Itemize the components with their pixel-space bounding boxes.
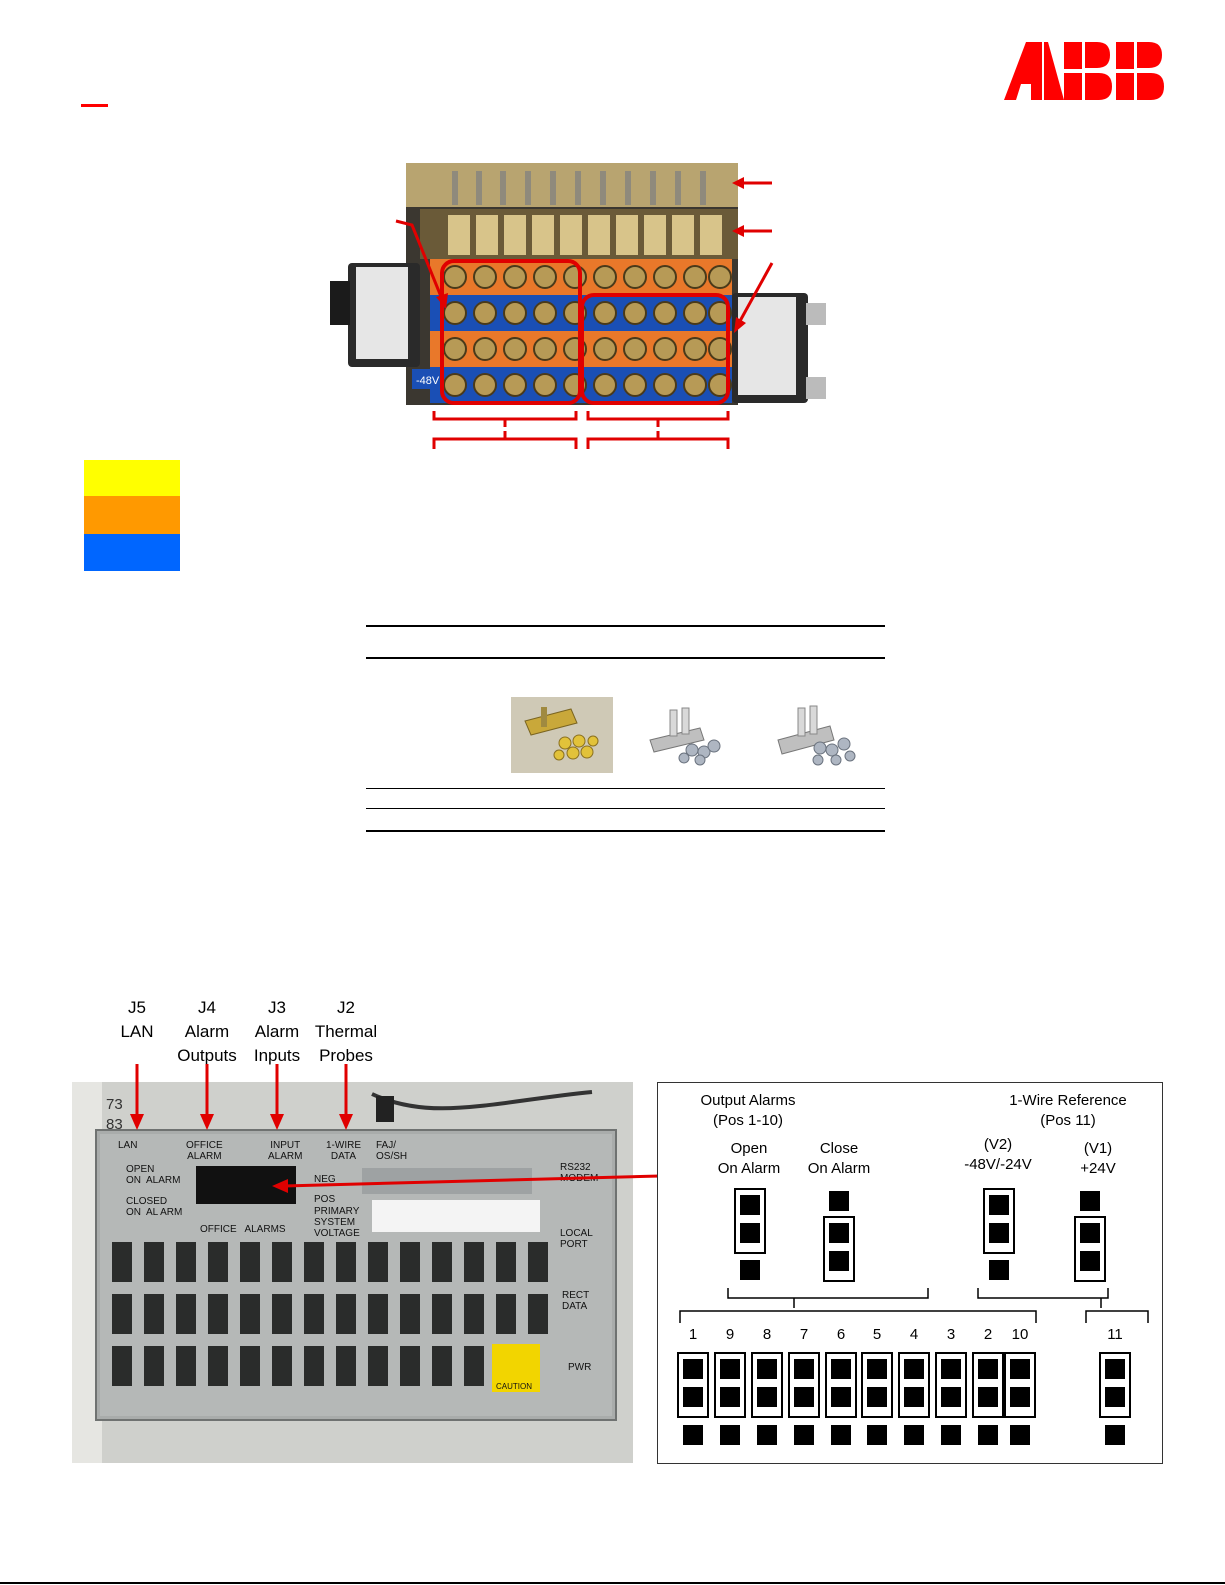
caution-sticker-label: CAUTION [496, 1382, 532, 1391]
color-legend [84, 460, 180, 571]
abb-logo [1004, 42, 1164, 100]
open-on-alarm-panel-label: OPEN ON ALARM [126, 1164, 181, 1186]
output-alarms-title-text: Output Alarms [700, 1092, 796, 1109]
neg-48v-tag: -48V [416, 375, 440, 387]
close-on-alarm-label: Close On Alarm [794, 1139, 884, 1179]
local-port-panel-label: LOCAL PORT [560, 1228, 593, 1250]
swatch-orange [84, 496, 180, 534]
open-on-alarm-label: Open On Alarm [704, 1139, 794, 1179]
footer-rule [0, 1582, 1225, 1584]
pos-label-2: 2 [983, 1326, 993, 1343]
rect-data-panel-label: RECT DATA [562, 1290, 590, 1312]
v1-line2: +24V [1080, 1160, 1116, 1177]
pos-label-3: 3 [946, 1326, 956, 1343]
pos-label-8: 8 [762, 1326, 772, 1343]
close-line2: On Alarm [807, 1160, 871, 1177]
j4-line1: Alarm [184, 1022, 230, 1041]
j3-label: J3 Alarm Inputs [237, 996, 317, 1068]
pos-label-9: 9 [725, 1326, 735, 1343]
j4-line2: Outputs [177, 1046, 237, 1065]
faj-panel-label: FAJ/ OS/SH [376, 1140, 408, 1162]
j3-line1: Alarm [254, 1022, 300, 1041]
lan-panel-label: LAN [118, 1140, 138, 1151]
steel-kit-image-1 [649, 707, 721, 766]
one-wire-pos-text: (Pos 11) [1040, 1112, 1096, 1129]
bus-bar-photo: -48V [330, 163, 826, 449]
output-alarms-pos-text: (Pos 1-10) [712, 1112, 784, 1129]
open-line2: On Alarm [717, 1160, 781, 1177]
table-row-rule-2 [366, 808, 885, 809]
office-alarm-panel-label: OFFICE ALARM [186, 1140, 223, 1162]
j4-num: J4 [198, 998, 216, 1017]
table-header-rule [366, 657, 885, 659]
j2-label: J2 Thermal Probes [306, 996, 386, 1068]
swatch-blue [84, 534, 180, 571]
closed-on-alarm-panel-label: CLOSED ON AL ARM [126, 1196, 183, 1218]
pos-label-7: 7 [799, 1326, 809, 1343]
pos-label-1: 1 [688, 1326, 698, 1343]
connector-arrows [130, 1064, 661, 1193]
steel-kit-image-2 [777, 705, 856, 766]
swatch-yellow [84, 460, 180, 496]
v1-line1: (V1) [1083, 1140, 1113, 1157]
pos-label-5: 5 [872, 1326, 882, 1343]
close-line1: Close [819, 1140, 859, 1157]
header-accent-line [81, 104, 108, 107]
j5-label: J5 LAN [97, 996, 177, 1044]
j5-name: LAN [120, 1022, 154, 1041]
table-bottom-rule [366, 830, 885, 832]
j5-num: J5 [128, 998, 146, 1017]
jumper-diagram: Output Alarms (Pos 1-10) 1-Wire Referenc… [657, 1082, 1163, 1464]
office-alarms-panel-label: OFFICE ALARMS [200, 1224, 286, 1235]
brass-kit-image [511, 697, 613, 773]
primary-voltage-panel-label: PRIMARY SYSTEM VOLTAGE [314, 1206, 360, 1239]
one-wire-title: 1-Wire Reference (Pos 11) [988, 1091, 1148, 1131]
one-wire-title-text: 1-Wire Reference [1009, 1092, 1127, 1109]
v2-line1: (V2) [983, 1136, 1013, 1153]
pos-label-11: 11 [1107, 1326, 1123, 1343]
output-alarms-title: Output Alarms (Pos 1-10) [678, 1091, 818, 1131]
table-row-rule [366, 788, 885, 789]
v2-line2: -48V/-24V [964, 1156, 1032, 1173]
pos-label-6: 6 [836, 1326, 846, 1343]
row-number-83: 83 [106, 1116, 123, 1133]
v2-label: (V2) -48V/-24V [948, 1135, 1048, 1175]
j3-num: J3 [268, 998, 286, 1017]
pos-panel-label: POS [314, 1194, 336, 1205]
pos-label-4: 4 [909, 1326, 919, 1343]
input-alarm-panel-label: INPUT ALARM [268, 1140, 303, 1162]
jumper-drawing [677, 1188, 1149, 1445]
pos-label-10: 10 [1011, 1326, 1029, 1343]
j2-line2: Probes [319, 1046, 373, 1065]
j2-line1: Thermal [314, 1022, 378, 1041]
v1-label: (V1) +24V [1058, 1139, 1138, 1179]
neg-panel-label: NEG [314, 1174, 336, 1185]
row-number-73: 73 [106, 1096, 123, 1113]
open-line1: Open [730, 1140, 768, 1157]
j4-label: J4 Alarm Outputs [167, 996, 247, 1068]
j3-line2: Inputs [253, 1046, 301, 1065]
table-top-rule [366, 625, 885, 627]
pwr-panel-label: PWR [568, 1362, 592, 1373]
j2-num: J2 [337, 998, 355, 1017]
one-wire-panel-label: 1-WIRE DATA [326, 1140, 361, 1162]
